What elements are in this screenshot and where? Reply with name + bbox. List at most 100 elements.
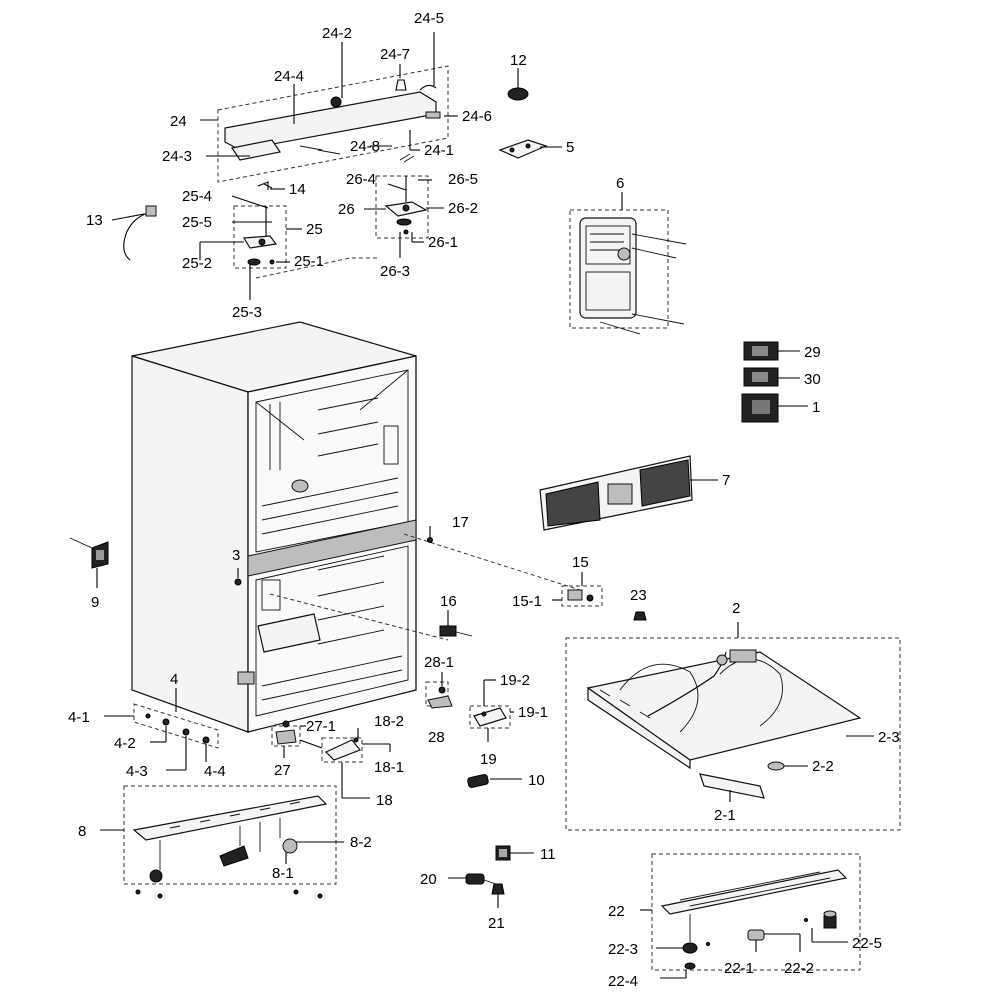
label-8-1: 8-1	[272, 865, 294, 882]
label-18-1: 18-1	[374, 759, 404, 776]
label-11: 11	[540, 846, 556, 863]
label-15: 15	[572, 554, 589, 571]
label-25-3: 25-3	[232, 304, 262, 321]
label-15-1: 15-1	[512, 593, 542, 610]
label-19: 19	[480, 751, 497, 768]
label-24-7: 24-7	[380, 46, 410, 63]
part-29	[743, 341, 800, 361]
label-26-3: 26-3	[380, 263, 410, 280]
label-19-2: 19-2	[500, 672, 530, 689]
label-22-5: 22-5	[852, 935, 882, 952]
part-10	[467, 774, 522, 788]
part-16	[439, 610, 473, 637]
part-13-cord	[111, 205, 157, 261]
part-14	[257, 181, 285, 190]
part-18	[299, 728, 391, 799]
label-4-2: 4-2	[114, 735, 136, 752]
part-4-group	[104, 688, 219, 771]
label-27: 27	[274, 762, 291, 779]
label-30: 30	[804, 371, 821, 388]
label-26: 26	[338, 201, 355, 218]
label-22-1: 22-1	[724, 960, 754, 977]
label-14: 14	[289, 181, 306, 198]
part-26-hinge-group	[375, 175, 429, 239]
label-1: 1	[812, 399, 820, 416]
part-27	[271, 720, 306, 758]
label-4-3: 4-3	[126, 763, 148, 780]
part-2-base-group	[565, 622, 901, 831]
label-12: 12	[510, 52, 527, 69]
part-20	[448, 873, 497, 885]
label-25-1: 25-1	[294, 253, 324, 270]
label-24-2: 24-2	[322, 25, 352, 42]
label-22-2: 22-2	[784, 960, 814, 977]
part-9	[69, 537, 109, 588]
part-1	[741, 393, 808, 423]
label-24-1: 24-1	[424, 142, 454, 159]
part-19	[469, 679, 514, 742]
part-6-panel-group	[569, 192, 687, 335]
label-18-2: 18-2	[374, 713, 404, 730]
part-22-group	[640, 853, 861, 979]
label-23: 23	[630, 587, 647, 604]
part-28	[425, 672, 453, 709]
label-26-5: 26-5	[448, 171, 478, 188]
label-26-4: 26-4	[346, 171, 376, 188]
label-26-2: 26-2	[448, 200, 478, 217]
part-24-top-hinge-group	[217, 65, 449, 183]
label-25: 25	[306, 221, 323, 238]
cabinet-body	[131, 321, 417, 733]
label-7: 7	[722, 472, 730, 489]
label-16: 16	[440, 593, 457, 610]
label-22-4: 22-4	[608, 973, 638, 990]
label-24-4: 24-4	[274, 68, 304, 85]
part-7-cover	[539, 455, 718, 531]
label-5: 5	[566, 139, 574, 156]
label-8: 8	[78, 823, 86, 840]
label-2-1: 2-1	[714, 807, 736, 824]
label-13: 13	[86, 212, 103, 229]
label-8-2: 8-2	[350, 834, 372, 851]
label-4: 4	[170, 671, 178, 688]
label-25-5: 25-5	[182, 214, 212, 231]
label-10: 10	[528, 772, 545, 789]
label-24-8: 24-8	[350, 138, 380, 155]
part-3	[234, 568, 242, 586]
part-30	[743, 367, 800, 387]
label-22-3: 22-3	[608, 941, 638, 958]
label-29: 29	[804, 344, 821, 361]
part-11	[495, 845, 534, 861]
label-9: 9	[91, 594, 99, 611]
label-24-5: 24-5	[414, 10, 444, 27]
label-4-4: 4-4	[204, 763, 226, 780]
label-2: 2	[732, 600, 740, 617]
label-3: 3	[232, 547, 240, 564]
part-21	[491, 883, 505, 908]
label-6: 6	[616, 175, 624, 192]
part-8-base-group	[100, 785, 344, 899]
part-25-hinge-group	[233, 205, 287, 269]
label-28: 28	[428, 729, 445, 746]
label-25-2: 25-2	[182, 255, 212, 272]
label-21: 21	[488, 915, 505, 932]
label-25-4: 25-4	[182, 188, 212, 205]
label-26-1: 26-1	[428, 234, 458, 251]
label-24-3: 24-3	[162, 148, 192, 165]
part-5	[498, 139, 562, 159]
part-17	[427, 526, 433, 543]
part-23	[633, 611, 647, 621]
label-19-1: 19-1	[518, 704, 548, 721]
label-24: 24	[170, 113, 187, 130]
label-2-2: 2-2	[812, 758, 834, 775]
part-12	[507, 68, 529, 101]
label-2-3: 2-3	[878, 729, 900, 746]
label-4-1: 4-1	[68, 709, 90, 726]
part-15-group	[552, 572, 603, 607]
label-22: 22	[608, 903, 625, 920]
label-18: 18	[376, 792, 393, 809]
label-20: 20	[420, 871, 437, 888]
label-17: 17	[452, 514, 469, 531]
label-24-6: 24-6	[462, 108, 492, 125]
